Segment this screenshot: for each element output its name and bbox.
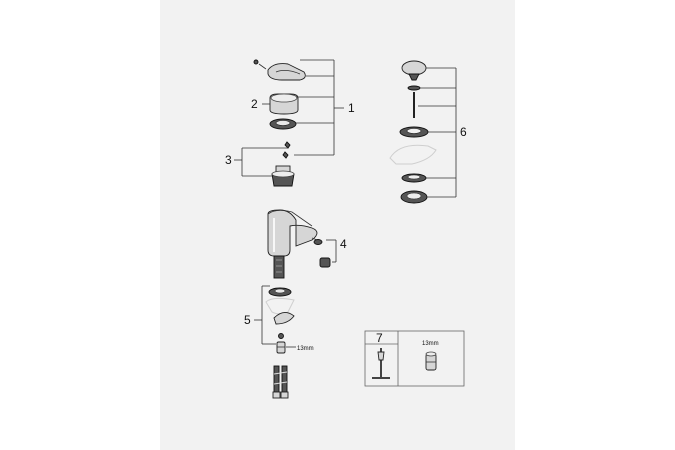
cap-icon xyxy=(269,93,299,115)
aerator-icon xyxy=(319,257,331,268)
screw-icon xyxy=(253,59,267,70)
cartridge-icon xyxy=(271,165,295,187)
aerator-assembly xyxy=(311,237,337,268)
waste-nut-icon xyxy=(400,190,428,204)
callout-3: 3 xyxy=(225,153,232,167)
callout-6: 6 xyxy=(460,125,467,139)
tool-size-label: 13mm xyxy=(422,341,439,347)
callout-7: 7 xyxy=(376,331,383,345)
callout-4: 4 xyxy=(340,237,347,251)
plug-seal-icon xyxy=(407,85,421,91)
ring-icon xyxy=(269,118,297,130)
nut-icon xyxy=(276,341,286,354)
seal-icon xyxy=(313,239,323,245)
supply-hoses-icon xyxy=(272,365,289,399)
callout-2: 2 xyxy=(251,97,258,111)
wrench-icon xyxy=(372,348,390,379)
pin-icon xyxy=(282,141,291,159)
washbasin-icon xyxy=(389,144,437,165)
bracket-plate-icon xyxy=(265,297,295,315)
socket-icon xyxy=(425,351,437,371)
handle-assembly xyxy=(234,59,344,187)
drain-plug-icon xyxy=(401,60,427,81)
nut-size-label: 13mm xyxy=(297,346,314,352)
handle-icon xyxy=(267,63,306,81)
callout-1: 1 xyxy=(348,101,355,115)
hose-icon xyxy=(273,255,285,279)
popup-waste-assembly xyxy=(389,60,457,204)
tools-box xyxy=(364,330,465,387)
spout-icon xyxy=(267,209,318,257)
waste-body-icon xyxy=(399,126,429,138)
mounting-set xyxy=(254,285,296,354)
spring-icon xyxy=(278,333,284,339)
washer-icon xyxy=(273,312,295,325)
callout-5: 5 xyxy=(244,313,251,327)
